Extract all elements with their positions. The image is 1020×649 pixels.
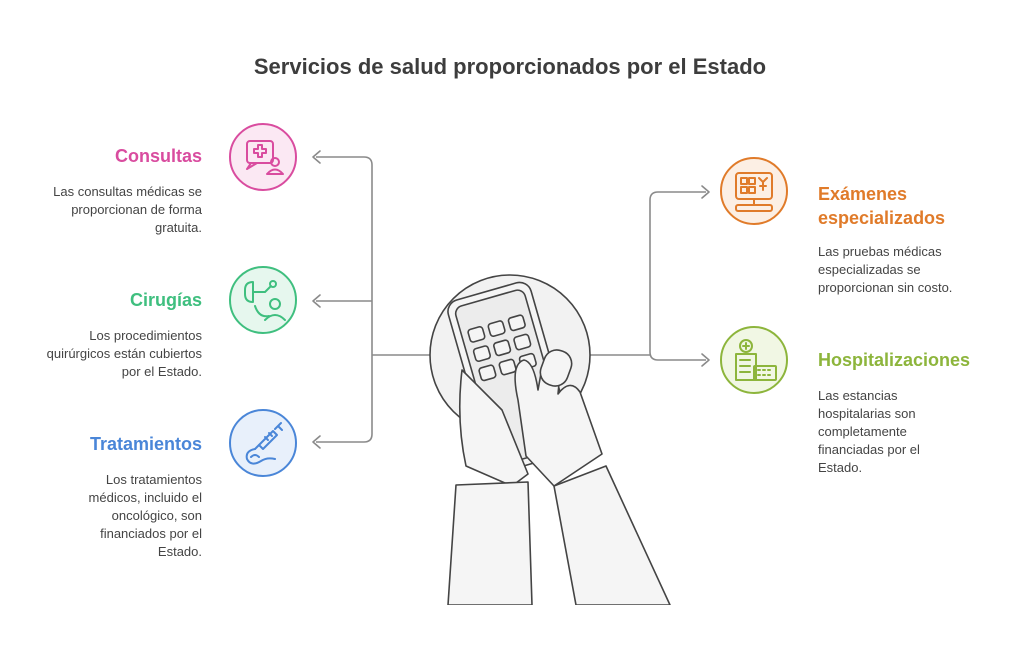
cirugias-icon-circle [229, 266, 297, 334]
consultas-description: Las consultas médicas se proporcionan de… [53, 184, 202, 235]
hand-calculator-icon [420, 260, 680, 610]
page-title: Servicios de salud proporcionados por el… [253, 54, 767, 79]
tratamientos-icon-circle [229, 409, 297, 477]
hospitalizaciones-icon-circle [720, 326, 788, 394]
examenes-description: Las pruebas médicas especializadas se pr… [818, 244, 953, 295]
cirugias-description: Los procedimientos quirúrgicos están cub… [46, 328, 202, 379]
tratamientos-heading: Tratamientos [89, 434, 202, 454]
cirugias-heading: Cirugías [129, 290, 202, 310]
hospitalizaciones-heading: Hospitalizaciones [818, 350, 971, 370]
syringe-icon [245, 422, 283, 465]
hospitalizaciones-description: Las estancias hospitalarias son completa… [818, 388, 920, 475]
consultas-heading: Consultas [114, 146, 202, 166]
examenes-icon-circle [720, 157, 788, 225]
hospital-building-icon [735, 339, 777, 381]
surgery-icon [244, 280, 286, 321]
examenes-heading: Exámenes especializados [818, 184, 946, 228]
tratamientos-description: Los tratamientos médicos, incluido el on… [88, 472, 202, 559]
lab-equipment-icon [735, 172, 773, 212]
consultas-icon-circle [229, 123, 297, 191]
medical-consultation-icon [246, 140, 284, 175]
